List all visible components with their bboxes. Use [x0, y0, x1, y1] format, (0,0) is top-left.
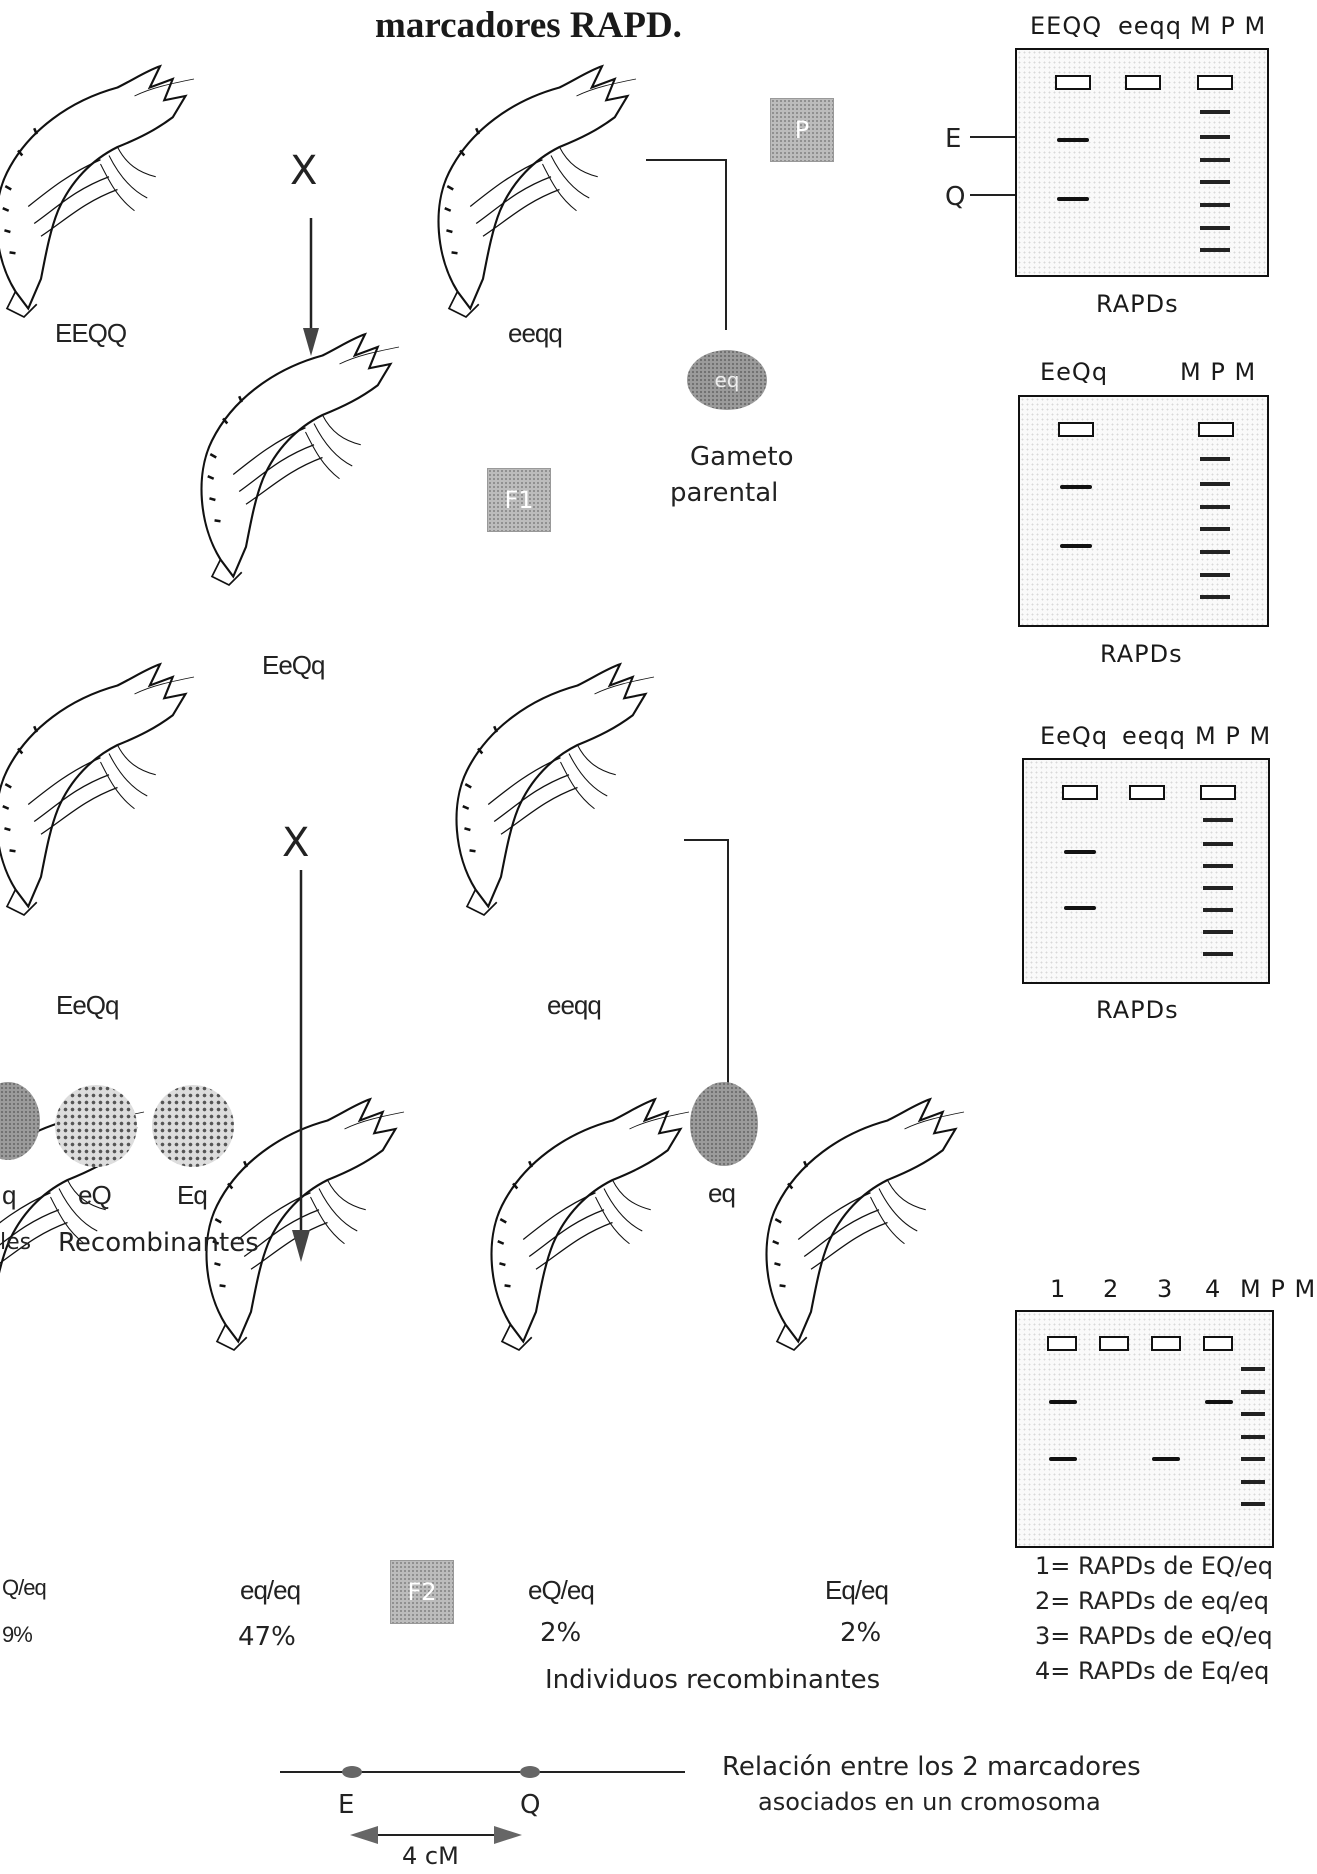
gametes-caption-partial: les — [0, 1230, 32, 1255]
cross-symbol-2: X — [282, 820, 310, 866]
shrimp-backcross-parent2 — [455, 662, 656, 917]
gel2-caption: RAPDs — [1100, 640, 1183, 668]
f2-percent-1: 47% — [238, 1622, 296, 1652]
backcross-parent1-genotype: EeQq — [56, 990, 119, 1020]
gel2-lane-label-1: EeQq — [1040, 358, 1109, 386]
legend-item-2: 2= RAPDs de eq/eq — [1035, 1587, 1269, 1615]
gel1 — [1015, 48, 1269, 277]
map-caption-1: Relación entre los 2 marcadores — [722, 1752, 1141, 1782]
recombinant-gamete-eQ — [55, 1085, 137, 1167]
gamete-caption-2: parental — [670, 478, 779, 508]
arrow-left-icon — [350, 1826, 378, 1844]
backcross-parent2-genotype: eeqq — [547, 990, 602, 1020]
parent2-genotype: eeqq — [508, 318, 563, 348]
shrimp-f2-1 — [205, 1097, 406, 1352]
f2-genotype-1: eq/eq — [240, 1575, 301, 1605]
gamete-partial-label: q — [2, 1180, 17, 1210]
gel1-lane-label-2: eeqq — [1118, 12, 1182, 40]
f2-partial-percent: 9% — [2, 1622, 33, 1647]
f1-genotype: EeQq — [262, 650, 325, 680]
f2-partial-genotype: Q/eq — [2, 1575, 47, 1600]
gel4-lane-label-5: M P M — [1240, 1275, 1317, 1303]
shrimp-parent1 — [0, 64, 196, 319]
figure-title: marcadores RAPD. — [375, 5, 682, 46]
gel3-lane-label-3: M P M — [1195, 722, 1272, 750]
map-distance: 4 cM — [402, 1842, 459, 1870]
recombinants-caption: Recombinantes — [58, 1228, 259, 1258]
gamete-eq-circle — [690, 1082, 758, 1166]
arrow-down-icon — [303, 328, 319, 356]
gel3-lane-label-1: EeQq — [1040, 722, 1109, 750]
gel4 — [1015, 1310, 1274, 1548]
gel4-lane-label-1: 1 — [1050, 1275, 1067, 1303]
legend-item-4: 4= RAPDs de Eq/eq — [1035, 1657, 1270, 1685]
shrimp-parent2 — [437, 64, 638, 319]
map-marker-e: E — [338, 1790, 355, 1820]
stage-f1-box: F1 — [487, 468, 551, 532]
recombinant-individuals-caption: Individuos recombinantes — [545, 1665, 881, 1695]
gamete-Eq-label: Eq — [177, 1180, 208, 1210]
gel4-lane-label-4: 4 — [1205, 1275, 1222, 1303]
f2-percent-2: 2% — [540, 1618, 582, 1648]
legend-item-1: 1= RAPDs de EQ/eq — [1035, 1552, 1273, 1580]
legend-item-3: 3= RAPDs de eQ/eq — [1035, 1622, 1273, 1650]
gel1-lane-label-3: M P M — [1190, 12, 1267, 40]
f2-genotype-2: eQ/eq — [528, 1575, 595, 1605]
stage-p-box: P — [770, 98, 834, 162]
f2-genotype-3: Eq/eq — [825, 1575, 889, 1605]
gel1-lane-label-1: EEQQ — [1030, 12, 1103, 40]
gel1-caption: RAPDs — [1096, 290, 1179, 318]
gel4-lane-label-3: 3 — [1157, 1275, 1174, 1303]
gel3-lane-label-2: eeqq — [1122, 722, 1186, 750]
band-label-e: E — [945, 124, 962, 154]
gamete-caption-1: Gameto — [690, 442, 794, 472]
gel3 — [1022, 758, 1270, 984]
recombinant-gamete-Eq — [152, 1085, 234, 1167]
map-caption-2: asociados en un cromosoma — [758, 1788, 1101, 1816]
shrimp-backcross-parent1 — [0, 662, 196, 917]
gel4-lane-label-2: 2 — [1103, 1275, 1120, 1303]
gamete-eQ-label: eQ — [78, 1180, 112, 1210]
map-marker-q: Q — [520, 1790, 541, 1820]
f2-percent-3: 2% — [840, 1618, 882, 1648]
arrow-right-icon — [494, 1826, 522, 1844]
arrow-down-icon — [292, 1230, 310, 1262]
gel3-caption: RAPDs — [1096, 996, 1179, 1024]
band-label-q: Q — [945, 182, 966, 212]
stage-f2-box: F2 — [390, 1560, 454, 1624]
shrimp-f1 — [200, 332, 401, 587]
parent1-genotype: EEQQ — [55, 318, 127, 348]
gamete-eq-label: eq — [708, 1178, 736, 1208]
shrimp-f2-3 — [765, 1097, 966, 1352]
shrimp-f2-2 — [490, 1097, 691, 1352]
parental-gamete: eq — [687, 350, 767, 410]
cross-symbol: X — [290, 148, 318, 194]
gel2-lane-label-2: M P M — [1180, 358, 1257, 386]
gel2 — [1018, 395, 1269, 627]
